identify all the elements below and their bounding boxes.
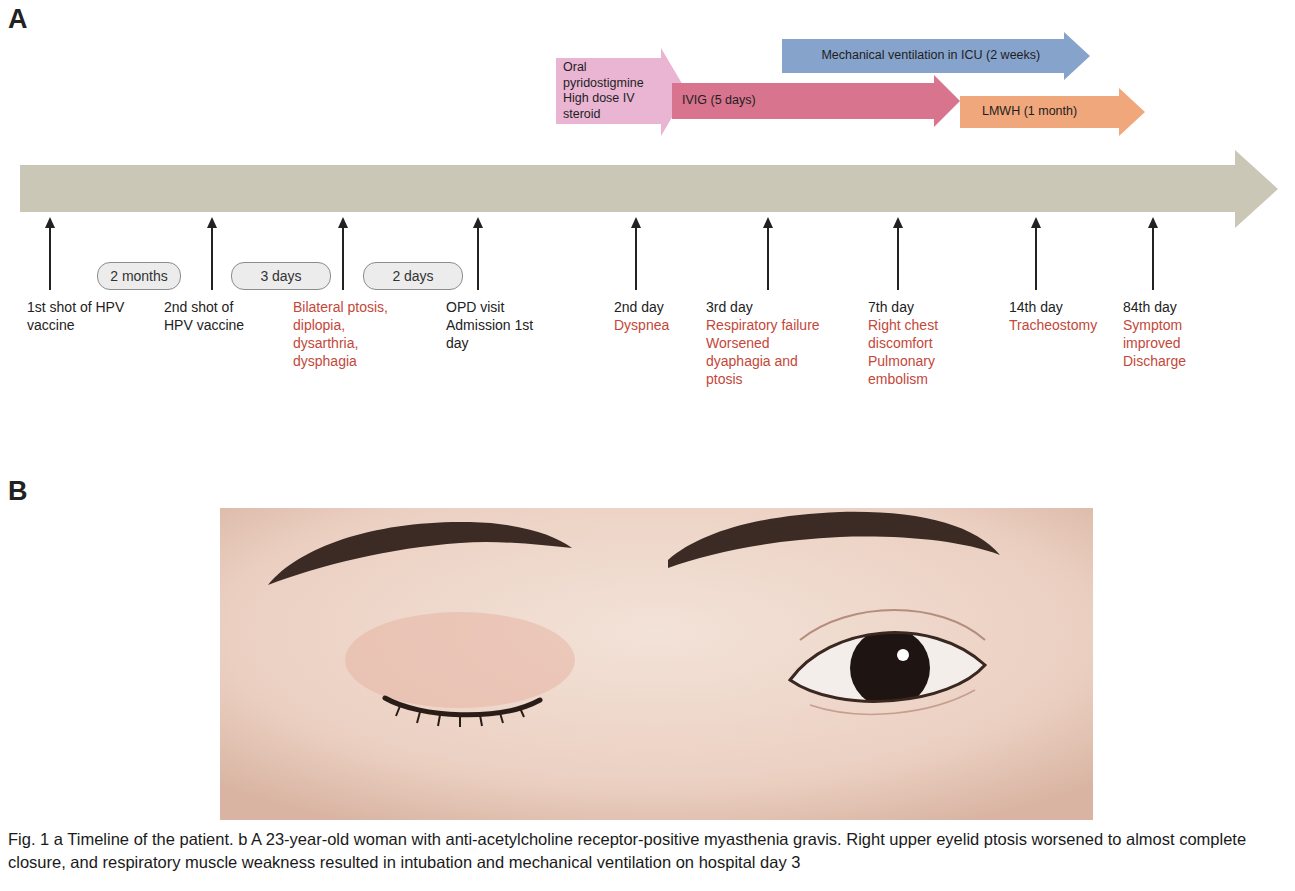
symptom-label: Respiratory failure Worsened dyaphagia a… bbox=[706, 316, 832, 388]
arrow-head bbox=[763, 217, 773, 228]
patient-photo bbox=[220, 508, 1093, 820]
arrow-fill bbox=[672, 75, 960, 127]
panel-letter: B bbox=[8, 476, 48, 507]
eye-highlight bbox=[897, 649, 909, 661]
arrow-text-holder: LMWH (1 month) bbox=[982, 96, 1077, 128]
arrow-fill bbox=[960, 88, 1145, 136]
arrow-text-holder: IVIG (5 days) bbox=[682, 83, 756, 119]
symptom-label: Bilateral ptosis, diplopia, dysarthria, … bbox=[293, 298, 407, 370]
arrow-text-holder: Oral pyridostigmine High dose IV steroid bbox=[563, 58, 670, 124]
symptom-label: Right chest discomfort Pulmonary embolis… bbox=[868, 316, 956, 388]
arrow-text-holder: Mechanical ventilation in ICU (2 weeks) bbox=[782, 39, 1080, 73]
arrow-fill bbox=[556, 48, 687, 136]
treatment-text: IVIG (5 days) bbox=[682, 93, 756, 109]
lower-lid bbox=[810, 690, 975, 714]
event-arrow bbox=[342, 226, 344, 290]
event-arrow bbox=[211, 226, 213, 290]
interval-text: 3 days bbox=[260, 268, 301, 284]
event-arrow bbox=[897, 226, 899, 290]
arrow-head bbox=[207, 217, 217, 228]
arrow-head bbox=[338, 217, 348, 228]
event-label: 1st shot of HPV vaccine bbox=[27, 298, 127, 334]
day-label: 84th day bbox=[1123, 298, 1203, 316]
eye-outline bbox=[790, 633, 985, 702]
treatment-text: LMWH (1 month) bbox=[982, 104, 1077, 120]
arrow-fill bbox=[782, 32, 1090, 80]
interval-pill: 3 days bbox=[231, 262, 331, 290]
day-label: 7th day bbox=[868, 298, 948, 316]
event-arrow bbox=[1152, 226, 1154, 290]
eyebrow bbox=[668, 512, 1000, 568]
day-label: 2nd day bbox=[614, 298, 694, 316]
swollen-eyelid bbox=[345, 612, 575, 708]
event-label: 2nd shot of HPV vaccine bbox=[164, 298, 264, 334]
arrow-head bbox=[893, 217, 903, 228]
treatment-arrow: LMWH (1 month) bbox=[960, 88, 1145, 136]
interval-text: 2 months bbox=[110, 268, 168, 284]
event-label: OPD visit Admission 1st day bbox=[446, 298, 536, 352]
panel-letter: A bbox=[8, 4, 48, 35]
event-arrows bbox=[45, 217, 1158, 290]
treatment-arrow: IVIG (5 days) bbox=[672, 75, 960, 127]
arrow-head bbox=[1031, 217, 1041, 228]
arrow-head bbox=[45, 217, 55, 228]
closed-eye bbox=[385, 698, 540, 715]
event-arrow bbox=[49, 226, 51, 290]
figure-caption: Fig. 1 a Timeline of the patient. b A 23… bbox=[8, 828, 1286, 874]
treatment-text: Oral pyridostigmine High dose IV steroid bbox=[563, 60, 670, 122]
event-arrow bbox=[635, 226, 637, 290]
timeline-arrow bbox=[20, 150, 1278, 228]
day-label: 14th day bbox=[1009, 298, 1109, 316]
symptom-label: Symptom improved Discharge bbox=[1123, 316, 1205, 370]
interval-pill: 2 months bbox=[97, 262, 181, 290]
treatment-arrow: Oral pyridostigmine High dose IV steroid bbox=[556, 48, 687, 136]
treatment-text: Mechanical ventilation in ICU (2 weeks) bbox=[821, 48, 1040, 64]
interval-text: 2 days bbox=[392, 268, 433, 284]
interval-pill: 2 days bbox=[363, 262, 463, 290]
arrow-head bbox=[631, 217, 641, 228]
eyebrow bbox=[268, 522, 572, 585]
event-arrow bbox=[1035, 226, 1037, 290]
arrow-head bbox=[1148, 217, 1158, 228]
eyelashes bbox=[396, 706, 524, 727]
skin bbox=[220, 508, 1093, 820]
day-label: 3rd day bbox=[706, 298, 786, 316]
symptom-label: Dyspnea bbox=[614, 316, 694, 334]
symptom-label: Tracheostomy bbox=[1009, 316, 1109, 334]
arrow-head bbox=[473, 217, 483, 228]
event-arrow bbox=[477, 226, 479, 290]
treatment-arrow: Mechanical ventilation in ICU (2 weeks) bbox=[782, 32, 1090, 80]
event-arrow bbox=[767, 226, 769, 290]
timeline-axis bbox=[20, 150, 1278, 228]
